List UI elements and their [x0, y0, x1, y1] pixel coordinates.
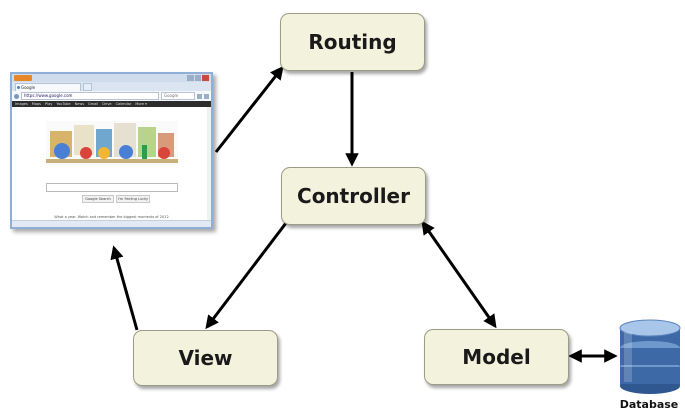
gbar-item: Gmail — [88, 102, 99, 106]
database-icon — [619, 319, 681, 394]
browser-title-bar — [12, 74, 211, 82]
bookmark-icon — [197, 93, 202, 99]
browser-page: Google Search I'm Feeling Lucky What a y… — [12, 107, 211, 224]
gbar-item: YouTube — [56, 102, 71, 106]
browser-tab-strip: Google — [12, 82, 211, 91]
feeling-lucky-button: I'm Feeling Lucky — [116, 195, 150, 203]
model-node: Model — [424, 329, 569, 385]
gbar-item: Calendar — [115, 102, 132, 106]
browser-tab-label: Google — [21, 85, 36, 90]
browser-tab: Google — [15, 83, 81, 91]
controller-label: Controller — [297, 184, 410, 208]
google-top-bar: Images Maps Play YouTube News Gmail Driv… — [12, 101, 211, 107]
browser-window-thumbnail: Google https://www.google.com Google Ima… — [10, 72, 213, 229]
gbar-item: Maps — [31, 102, 42, 106]
arrow-browser-to-routing — [214, 65, 284, 153]
arrow-view-to-browser — [110, 245, 139, 331]
firefox-menu-icon — [14, 75, 32, 81]
google-favicon-icon — [17, 86, 20, 89]
address-bar: https://www.google.com — [21, 92, 159, 100]
database-label: Database — [619, 398, 679, 411]
model-label: Model — [462, 345, 531, 369]
gbar-item: Play — [45, 102, 53, 106]
gbar-item: News — [74, 102, 85, 106]
view-node: View — [133, 330, 278, 386]
view-label: View — [178, 346, 233, 370]
back-icon — [14, 93, 19, 99]
routing-node: Routing — [280, 13, 425, 71]
google-search-input — [46, 183, 178, 192]
google-doodle-image — [46, 121, 178, 165]
browser-scrollbar — [207, 107, 211, 224]
home-icon — [204, 93, 209, 99]
arrow-controller-model — [421, 220, 497, 329]
browser-address-row: https://www.google.com Google — [12, 91, 211, 101]
google-search-button: Google Search — [82, 195, 114, 203]
google-footer-text: What a year. Watch and remember the bigg… — [54, 215, 169, 219]
new-tab-icon — [83, 83, 92, 91]
gbar-item: Images — [15, 102, 28, 106]
gbar-item: More ▾ — [135, 102, 147, 106]
browser-status-bar — [12, 220, 211, 227]
gbar-item: Drive — [102, 102, 112, 106]
arrow-controller-to-view — [205, 222, 288, 330]
controller-node: Controller — [281, 167, 426, 225]
window-controls — [187, 75, 210, 81]
browser-search-box: Google — [161, 92, 195, 100]
routing-label: Routing — [308, 30, 397, 54]
